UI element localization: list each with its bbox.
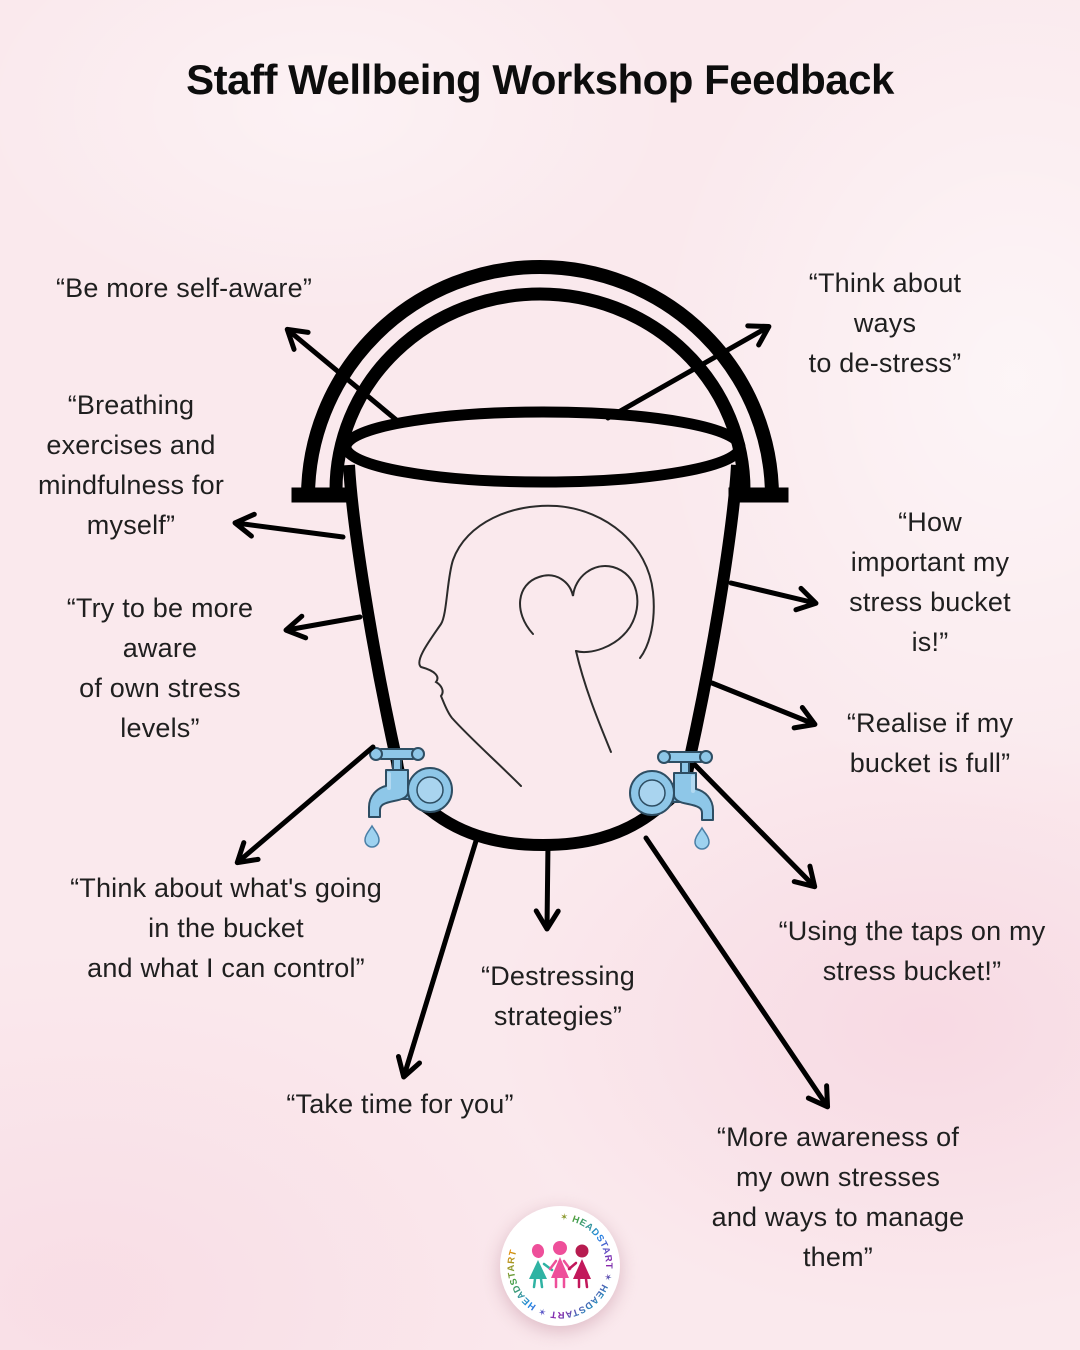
heart-icon (519, 565, 639, 654)
arrow-realise-full (709, 680, 818, 731)
quote-line: and what I can control” (87, 953, 365, 983)
quote-line: stress bucket (849, 587, 1011, 617)
arrow-destressing (533, 840, 561, 932)
arrow-be-more-self-aware (284, 326, 403, 426)
quote-line: “Using the taps on my (778, 916, 1046, 946)
quote-line: in the bucket (148, 913, 304, 943)
quote-line: ways (853, 308, 917, 338)
quote-take-time: “Take time for you” (270, 1084, 530, 1124)
headstart-logo: ✶ HEADSTART ✶ HEADSTART ✶ HEADSTART (498, 1204, 622, 1328)
tap-icon-left (367, 746, 454, 819)
quote-line: important my (850, 547, 1010, 577)
quote-be-more-self-aware: “Be more self-aware” (14, 268, 354, 308)
quote-line: “Try to be more (66, 593, 254, 623)
quote-try-to-be-more-aware: “Try to be more aware of own stress leve… (35, 588, 285, 748)
quote-line: mindfulness for (37, 470, 225, 500)
quote-line: strategies” (493, 1001, 623, 1031)
tap-icon-right (628, 749, 715, 822)
bucket-handle-icon (291, 260, 789, 503)
head-profile-icon (418, 504, 655, 787)
arrow-breathing (232, 511, 346, 540)
quote-destressing: “Destressing strategies” (458, 956, 658, 1036)
quote-line: “Take time for you” (286, 1089, 514, 1119)
quote-line: to de-stress” (808, 348, 962, 378)
logo-figures-icon (529, 1241, 591, 1289)
arrow-take-time (395, 838, 479, 1080)
quote-how-important: “How important my stress bucket is!” (805, 502, 1055, 662)
bucket-outline (340, 406, 746, 852)
quote-line: my own stresses (735, 1162, 941, 1192)
quote-line: and ways to manage (711, 1202, 965, 1232)
arrow-think-about-ways (605, 323, 772, 421)
water-drop-right (694, 827, 710, 850)
quote-line: exercises and (46, 430, 216, 460)
quote-more-awareness: “More awareness of my own stresses and w… (688, 1117, 988, 1277)
quote-line: is!” (911, 627, 949, 657)
quote-line: levels” (120, 713, 200, 743)
quote-line: “Think about what's going (70, 873, 382, 903)
arrow-more-awareness (643, 835, 831, 1110)
quote-think-about-ways: “Think about ways to de-stress” (760, 263, 1010, 383)
quote-line: aware (122, 633, 198, 663)
quote-line: “Destressing (481, 961, 635, 991)
quote-using-the-taps: “Using the taps on my stress bucket!” (752, 911, 1072, 991)
quote-line: bucket is full” (849, 748, 1011, 778)
quote-realise-if-full: “Realise if my bucket is full” (805, 703, 1055, 783)
quote-line: “Think about (808, 268, 962, 298)
quote-line: them” (802, 1242, 874, 1272)
arrow-try-aware (283, 613, 363, 641)
quote-line: “Realise if my (846, 708, 1014, 738)
quote-line: “More awareness of (716, 1122, 960, 1152)
quote-line: of own stress (79, 673, 241, 703)
quote-breathing-exercises: “Breathing exercises and mindfulness for… (11, 385, 251, 545)
quote-line: “Be more self-aware” (55, 273, 313, 303)
arrow-using-taps (692, 762, 818, 890)
quote-whats-going-in: “Think about what's going in the bucket … (26, 868, 426, 988)
arrow-whats-going-in (234, 744, 376, 866)
quote-line: “Breathing (67, 390, 195, 420)
page-title: Staff Wellbeing Workshop Feedback (186, 56, 894, 103)
quote-line: “How (898, 507, 962, 537)
quote-line: myself” (86, 510, 176, 540)
water-drop-left (364, 825, 380, 848)
arrow-how-important (728, 580, 819, 613)
quote-line: stress bucket!” (822, 956, 1002, 986)
